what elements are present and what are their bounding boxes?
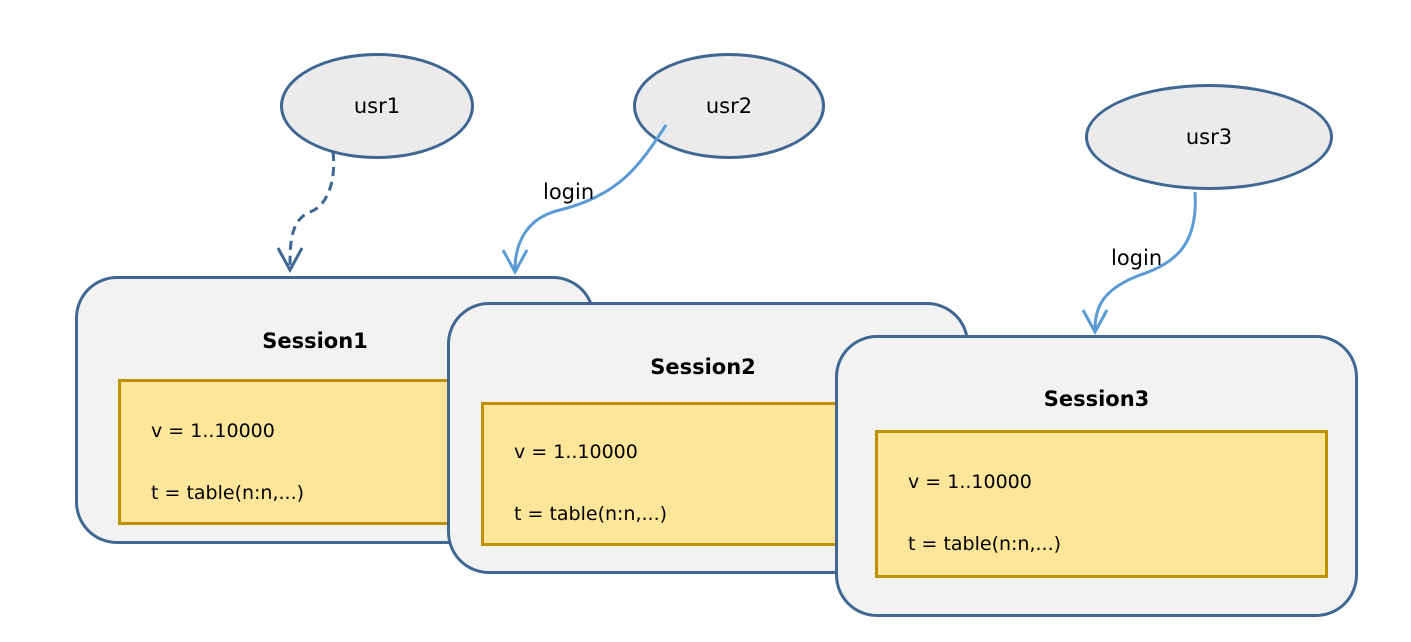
user-node-usr2: usr2 [633,53,825,159]
variable-box-3: v = 1..10000 t = table(n:n,...) [875,430,1328,578]
login-arrow-usr2-to-session1 [513,124,668,271]
login-label-usr2: login [543,180,595,204]
variable-line-v: v = 1..10000 [908,471,1032,493]
dashed-arrowhead-usr1 [276,247,304,274]
user-label: usr3 [1185,125,1233,149]
variable-box-2: v = 1..10000 t = table(n:n,...) [481,402,841,546]
variable-line-t: t = table(n:n,...) [151,482,305,504]
user-node-usr1: usr1 [280,53,474,159]
login-label-usr3: login [1111,246,1163,270]
session-title-3: Session3 [1043,387,1150,411]
session-title-2: Session2 [650,355,756,379]
variable-line-v: v = 1..10000 [514,441,638,463]
user-label: usr2 [705,94,753,118]
user-label: usr1 [353,94,401,118]
dashed-arrow-usr1-to-session1 [288,151,336,269]
variable-line-t: t = table(n:n,...) [514,503,668,525]
login-arrowhead-usr3 [1081,309,1109,336]
session-title-1: Session1 [262,329,368,353]
login-arrowhead-usr2 [501,249,529,276]
login-arrow-usr3-to-session3 [1093,191,1197,331]
session-box-3: Session3 v = 1..10000 t = table(n:n,...) [835,335,1358,617]
user-node-usr3: usr3 [1085,84,1333,190]
variable-box-1: v = 1..10000 t = table(n:n,...) [118,379,478,525]
variable-line-v: v = 1..10000 [151,420,275,442]
variable-line-t: t = table(n:n,...) [908,533,1062,555]
